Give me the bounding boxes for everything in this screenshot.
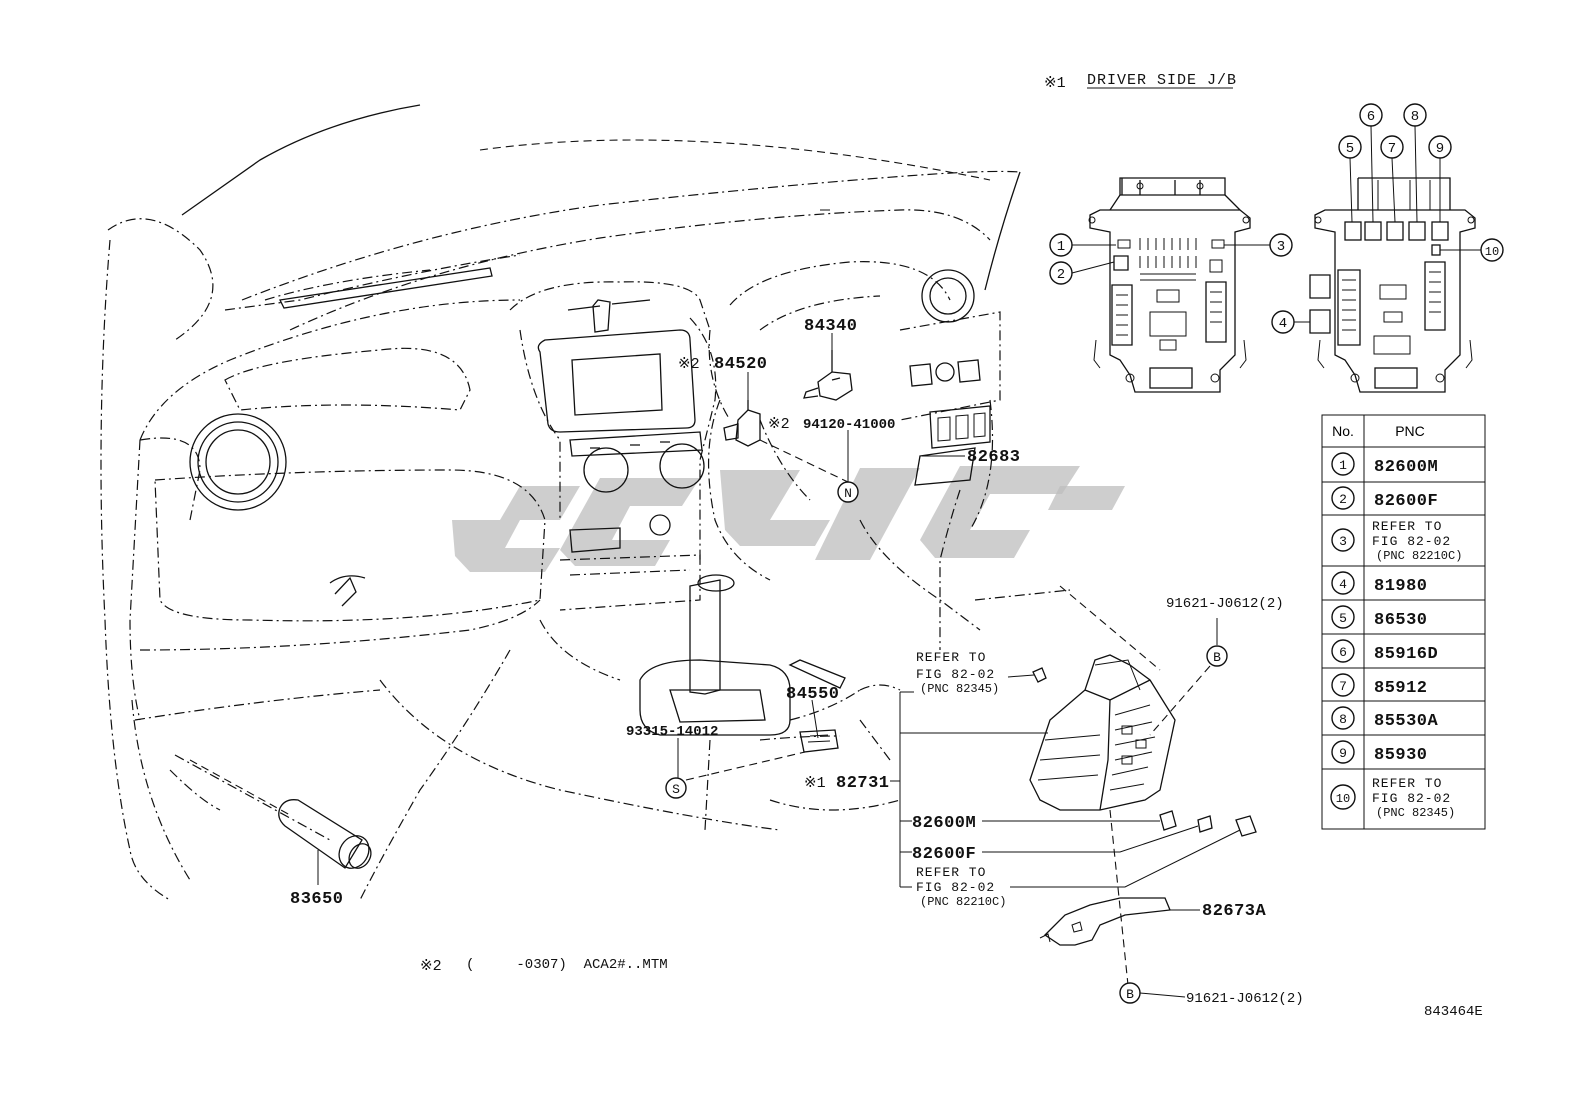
table-row-1-pnc: 82600M xyxy=(1374,458,1438,477)
ref-a-line3: (PNC 82345) xyxy=(920,682,999,696)
jb-note-mark: ※1 xyxy=(1044,75,1066,92)
table-row-10-pnc-line2: FIG 82-02 xyxy=(1372,791,1451,806)
callout-label-8: 8 xyxy=(1411,109,1419,125)
label-84520-note: ※2 xyxy=(678,356,700,373)
circle-S xyxy=(665,777,687,799)
label-82600F: 82600F xyxy=(912,845,976,864)
table-row-3-pnc-line2: FIG 82-02 xyxy=(1372,534,1451,549)
table-row-3-pnc-line3: (PNC 82210C) xyxy=(1376,549,1462,563)
table-row-9-pnc: 85930 xyxy=(1374,746,1428,765)
label-94120-note: ※2 xyxy=(768,416,790,433)
callout-label-9: 9 xyxy=(1436,141,1444,157)
callout-label-5: 5 xyxy=(1346,141,1354,157)
table-row-4-pnc: 81980 xyxy=(1374,577,1428,596)
part-84520-drawing xyxy=(723,400,761,447)
label-83650: 83650 xyxy=(290,890,344,909)
circle-B-top xyxy=(1206,645,1228,667)
table-row-6-pnc: 85916D xyxy=(1374,645,1438,664)
label-82683: 82683 xyxy=(967,448,1021,467)
callout-label-2: 2 xyxy=(1057,267,1065,283)
footnote-mark: ※2 xyxy=(420,958,442,975)
ref-b-line3: (PNC 82210C) xyxy=(920,895,1006,909)
figure-code: 843464E xyxy=(1424,1004,1483,1020)
label-82731: 82731 xyxy=(836,774,890,793)
table-row-4-no: 4 xyxy=(1339,577,1347,592)
pnc-table: No. PNC 1 2 3 4 5 6 7 8 9 10 82600M 8 xyxy=(1321,414,1486,830)
jb-title: DRIVER SIDE J/B xyxy=(1087,72,1237,89)
connector-drawings xyxy=(1032,667,1257,837)
table-row-10-pnc-line1: REFER TO xyxy=(1372,776,1442,791)
table-row-3-pnc-line1: REFER TO xyxy=(1372,519,1442,534)
ref-b-line2: FIG 82-02 xyxy=(916,880,995,895)
ref-a-line1: REFER TO xyxy=(916,650,986,665)
circle-B-top-label: B xyxy=(1213,650,1221,665)
circled-letters: N S B B xyxy=(665,481,1228,1004)
dashboard-illustration xyxy=(100,104,1161,901)
table-row-10-no: 10 xyxy=(1336,792,1350,806)
label-94120: 94120-41000 xyxy=(803,417,895,433)
label-91621-bottom: 91621-J0612(2) xyxy=(1186,991,1304,1007)
footnote-text: ( -0307) ACA2#..MTM xyxy=(466,957,668,973)
table-header-no: No. xyxy=(1332,423,1354,439)
circle-N xyxy=(837,481,859,503)
jb-header: ※1 DRIVER SIDE J/B xyxy=(1044,72,1237,92)
table-row-1-no: 1 xyxy=(1339,458,1347,473)
leader-lines xyxy=(189,333,1241,998)
callout-label-10: 10 xyxy=(1485,245,1499,259)
ref-a-line2: FIG 82-02 xyxy=(916,667,995,682)
table-row-2-no: 2 xyxy=(1339,492,1347,507)
circle-S-label: S xyxy=(672,782,680,797)
table-row-7-pnc: 85912 xyxy=(1374,679,1428,698)
label-82673A: 82673A xyxy=(1202,902,1267,921)
label-84340: 84340 xyxy=(804,317,858,336)
ref-b-line1: REFER TO xyxy=(916,865,986,880)
label-84520: 84520 xyxy=(714,355,768,374)
part-labels: 84340 ※2 84520 ※2 94120-41000 82683 8455… xyxy=(290,317,1304,1007)
table-row-9-no: 9 xyxy=(1339,746,1347,761)
label-91621-top: 91621-J0612(2) xyxy=(1166,596,1284,612)
callout-label-7: 7 xyxy=(1388,141,1396,157)
callout-label-6: 6 xyxy=(1367,109,1375,125)
table-row-2-pnc: 82600F xyxy=(1374,492,1438,511)
circle-N-label: N xyxy=(844,486,852,501)
table-row-10-pnc-line3: (PNC 82345) xyxy=(1376,806,1455,820)
junction-box-drawing xyxy=(1029,654,1176,811)
label-82600M: 82600M xyxy=(912,814,976,833)
label-84550: 84550 xyxy=(786,685,840,704)
circle-B-bottom xyxy=(1119,982,1141,1004)
label-93315: 93315-14012 xyxy=(626,724,718,740)
circle-B-bottom-label: B xyxy=(1126,987,1134,1002)
part-82673A-bracket-drawing xyxy=(1039,897,1171,946)
table-row-5-pnc: 86530 xyxy=(1374,611,1428,630)
jb-callouts: 1 2 3 4 5 6 7 8 9 10 xyxy=(1049,103,1504,334)
table-row-6-no: 6 xyxy=(1339,645,1347,660)
table-row-3-no: 3 xyxy=(1339,534,1347,549)
callout-label-4: 4 xyxy=(1279,316,1287,332)
table-row-8-pnc: 85530A xyxy=(1374,712,1439,731)
table-row-5-no: 5 xyxy=(1339,611,1347,626)
jb-inset-front xyxy=(1088,177,1251,393)
callout-label-3: 3 xyxy=(1277,239,1285,255)
watermark-logo xyxy=(452,466,1125,572)
jb-inset-rear xyxy=(1309,177,1476,393)
part-83650-lighter-drawing xyxy=(278,799,372,869)
table-row-7-no: 7 xyxy=(1339,679,1347,694)
part-84340-switch-drawing xyxy=(803,350,853,401)
table-row-8-no: 8 xyxy=(1339,712,1347,727)
table-header-pnc: PNC xyxy=(1395,423,1425,439)
label-82731-note: ※1 xyxy=(804,775,826,792)
footnotes: ※2 ( -0307) ACA2#..MTM 843464E xyxy=(420,957,1483,1020)
callout-label-1: 1 xyxy=(1057,239,1065,255)
